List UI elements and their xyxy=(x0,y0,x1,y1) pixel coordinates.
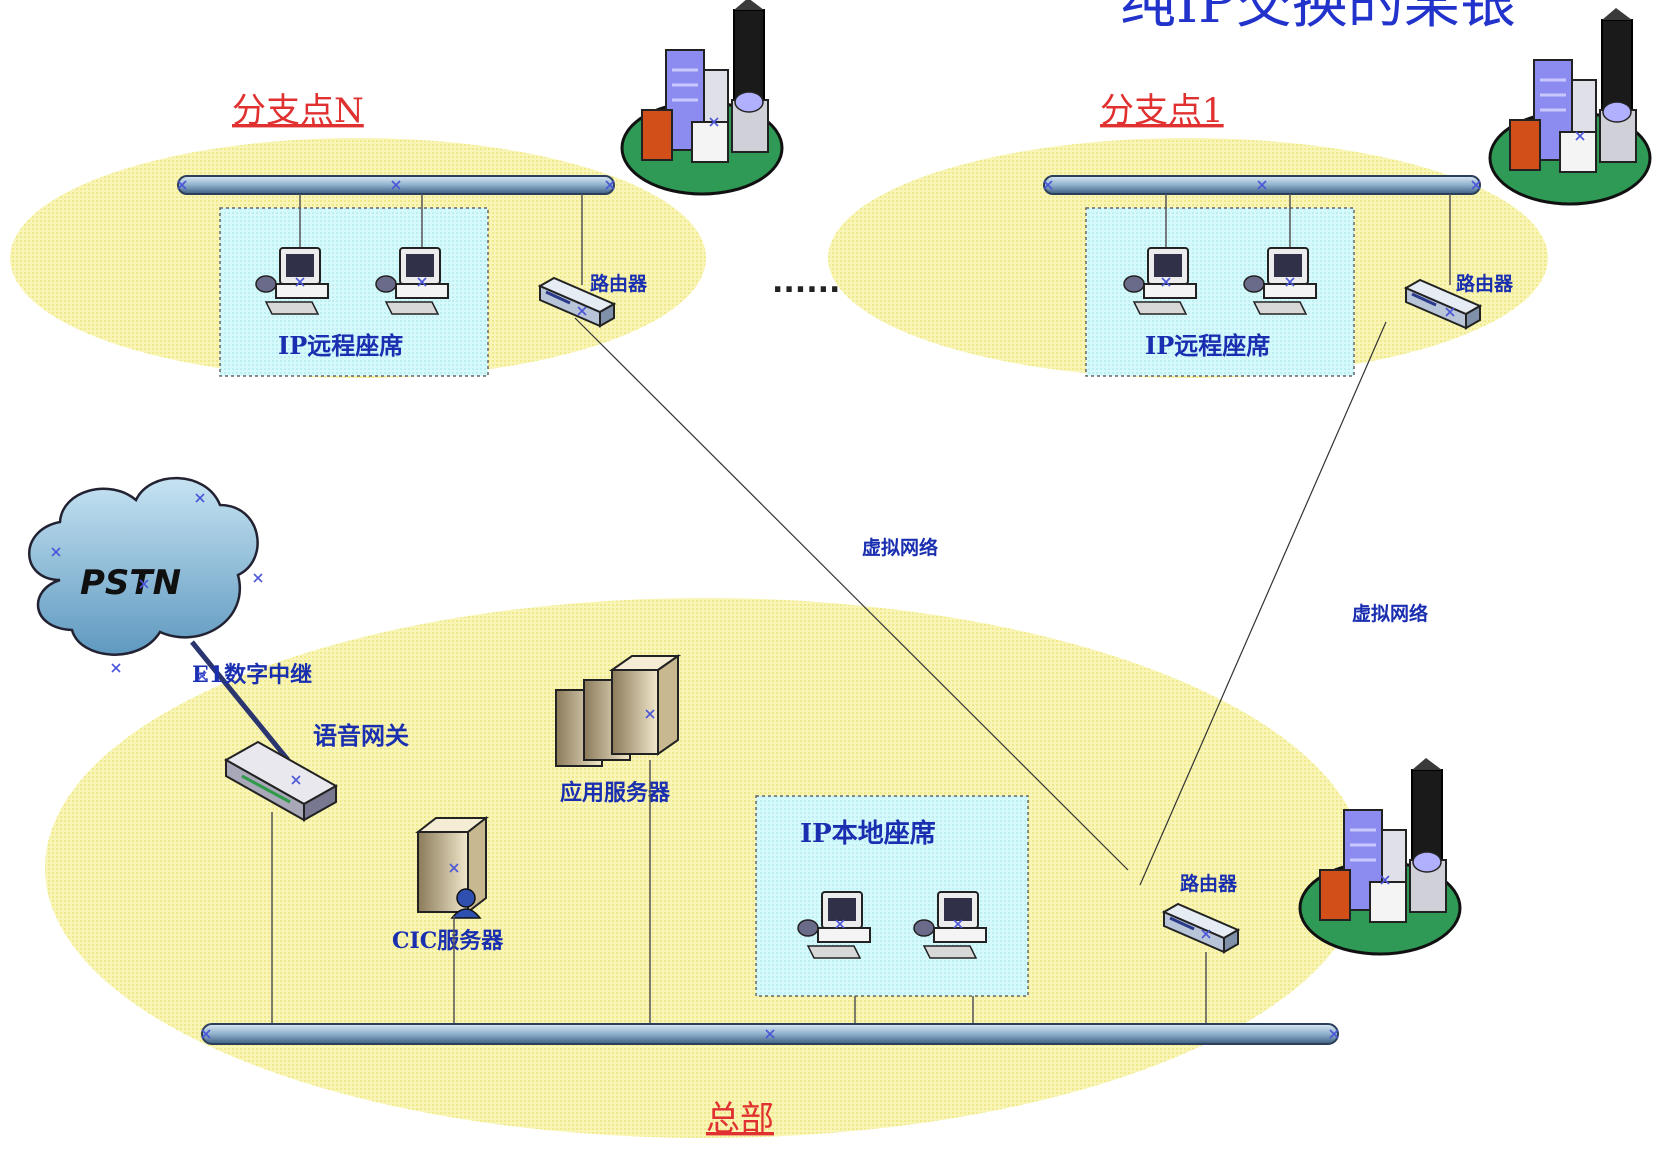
vpn-label-left: 虚拟网络 xyxy=(862,536,938,559)
branch-1-label: 分支点1 xyxy=(1100,91,1224,131)
branch-n-label: 分支点N xyxy=(232,91,364,131)
branch-n-agents-label: IP远程座席 xyxy=(278,331,403,360)
pstn-cloud xyxy=(28,476,259,656)
hq-agent-area xyxy=(755,795,1029,997)
gateway-label: 语音网关 xyxy=(313,721,409,750)
hq-label: 总部 xyxy=(706,1099,774,1139)
pstn-label: PSTN xyxy=(80,563,181,603)
page-title: 纯IP交换的某银 xyxy=(1120,0,1516,36)
vpn-link-right xyxy=(1139,321,1387,886)
cic-server-label: CIC服务器 xyxy=(392,928,504,954)
app-server-label: 应用服务器 xyxy=(560,780,671,806)
city-icon xyxy=(1488,6,1652,206)
branch-n-router-label: 路由器 xyxy=(590,272,648,295)
e1-trunk-label: E1数字中继 xyxy=(192,662,312,688)
branch-1-agents-label: IP远程座席 xyxy=(1145,331,1270,360)
cic-server-icon xyxy=(415,815,489,919)
voice-gateway-icon xyxy=(223,740,339,822)
hq-router-label: 路由器 xyxy=(1180,872,1238,895)
city-icon xyxy=(620,0,784,196)
hq-zone xyxy=(45,598,1365,1138)
vpn-link-left xyxy=(574,317,1129,871)
more-branches-ellipsis: ...... xyxy=(772,265,840,300)
branch-1-router-label: 路由器 xyxy=(1456,272,1514,295)
e1-trunk-link xyxy=(190,640,290,762)
hq-agents-label: IP本地座席 xyxy=(800,818,936,849)
vpn-label-right: 虚拟网络 xyxy=(1352,602,1428,625)
app-server-icon xyxy=(555,654,682,767)
